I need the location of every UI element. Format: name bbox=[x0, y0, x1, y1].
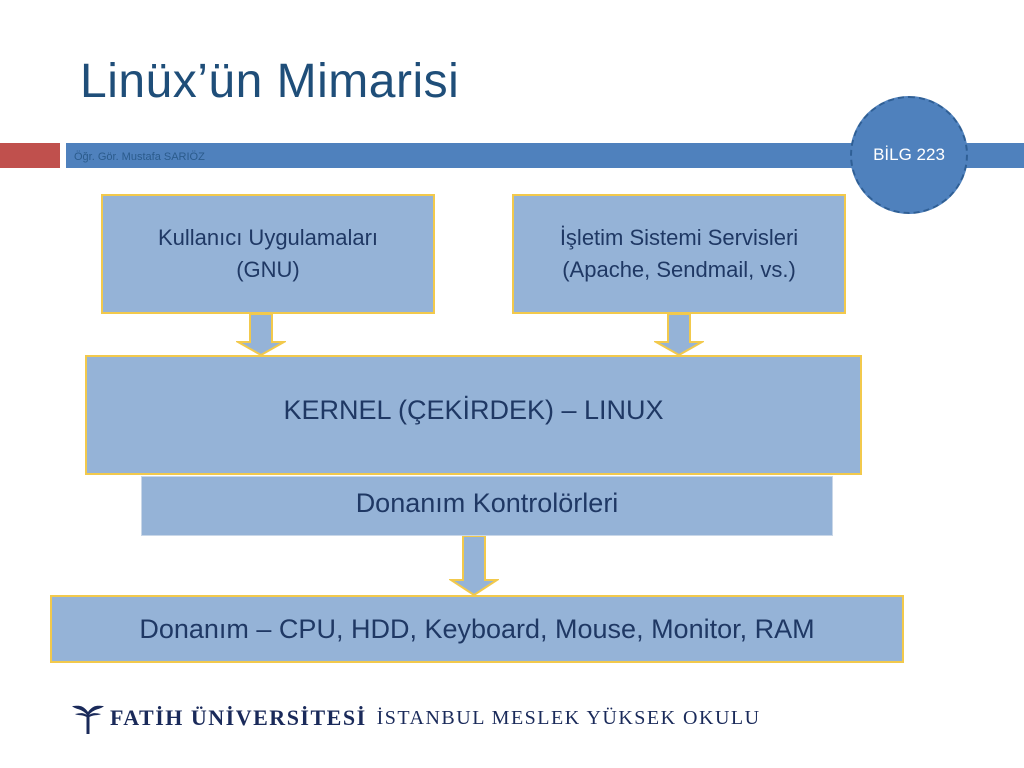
course-badge-label: BİLG 223 bbox=[873, 145, 945, 164]
os-services-box: İşletim Sistemi Servisleri (Apache, Send… bbox=[512, 194, 846, 314]
university-name: FATİH ÜNİVERSİTESİ bbox=[110, 705, 367, 730]
os-services-line1: İşletim Sistemi Servisleri bbox=[559, 225, 799, 250]
arrow-down-icon bbox=[449, 536, 499, 596]
kernel-label: KERNEL (ÇEKİRDEK) – LINUX bbox=[283, 394, 664, 425]
arrow-down-icon bbox=[654, 314, 704, 356]
header-red-strip bbox=[0, 143, 60, 168]
hardware-label: Donanım – CPU, HDD, Keyboard, Mouse, Mon… bbox=[139, 613, 815, 644]
user-applications-line2: (GNU) bbox=[236, 257, 300, 282]
author-label: Öğr. Gör. Mustafa SARIÖZ bbox=[74, 151, 205, 163]
user-applications-line1: Kullanıcı Uygulamaları bbox=[157, 225, 379, 250]
os-services-line2: (Apache, Sendmail, vs.) bbox=[562, 257, 796, 282]
school-name: İSTANBUL MESLEK YÜKSEK OKULU bbox=[376, 706, 761, 729]
arrow-down-icon bbox=[236, 314, 286, 356]
kernel-box: KERNEL (ÇEKİRDEK) – LINUX bbox=[85, 355, 862, 475]
footer-logo-bar: FATİH ÜNİVERSİTESİ İSTANBUL MESLEK YÜKSE… bbox=[70, 700, 761, 736]
hardware-controllers-label: Donanım Kontrolörleri bbox=[355, 487, 619, 518]
hardware-controllers-box: Donanım Kontrolörleri bbox=[141, 476, 833, 536]
course-badge: BİLG 223 bbox=[850, 96, 968, 214]
slide-title: Linüx’ün Mimarisi bbox=[80, 55, 460, 108]
hardware-box: Donanım – CPU, HDD, Keyboard, Mouse, Mon… bbox=[50, 595, 904, 663]
user-applications-box: Kullanıcı Uygulamaları (GNU) bbox=[101, 194, 435, 314]
university-logo-icon bbox=[72, 705, 104, 734]
